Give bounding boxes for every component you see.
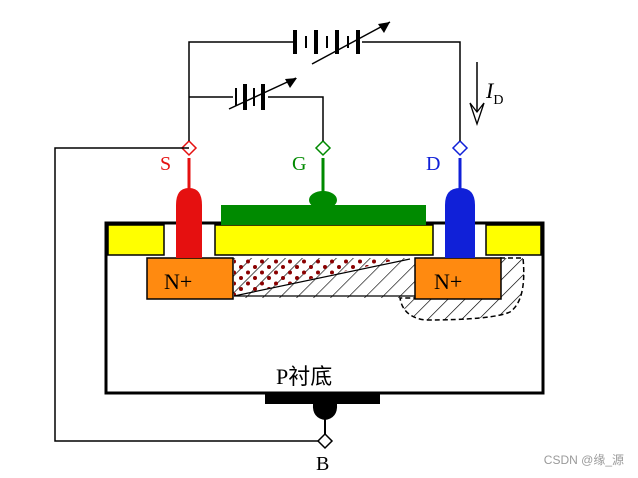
vds-battery [293,21,391,65]
drain-contact [445,188,475,258]
depletion-region-drain [399,257,525,321]
external-wiring [54,41,461,442]
terminal-markers [180,139,469,450]
watermark: CSDN @缘_源 [543,453,624,467]
gate-label: G [292,153,306,175]
drain-label: D [426,153,440,175]
drain-current-label: ID [485,78,503,108]
source-contact [176,188,202,258]
source-label: S [160,153,171,175]
n-plus-drain [414,257,502,300]
pinch-line [233,258,411,297]
n-plus-drain-label: N+ [434,269,462,294]
body-label: B [316,453,329,475]
substrate-label: P衬底 [276,364,332,389]
body-contact [312,404,338,420]
vgs-battery [228,77,297,110]
gate-contact [309,191,337,209]
drain-current-arrow [469,62,485,127]
n-plus-source-label: N+ [164,269,192,294]
body-contact-plate [265,393,380,404]
n-plus-source [146,257,234,300]
gate-metal [221,205,426,225]
